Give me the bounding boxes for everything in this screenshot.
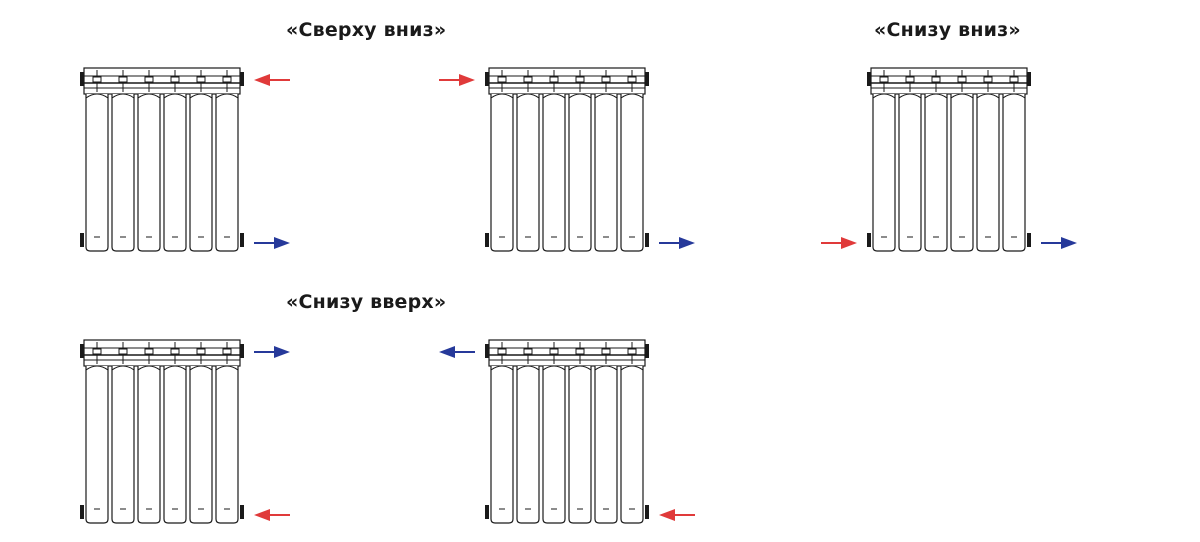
return-arrow-icon [254, 346, 290, 358]
title-bottom-up: «Снизу вверх» [286, 291, 447, 313]
return-arrow-icon [254, 237, 290, 249]
title-bottom-down: «Снизу вниз» [874, 19, 1021, 41]
supply-arrow-icon [821, 237, 857, 249]
radiator [80, 67, 244, 252]
title-top-down: «Сверху вниз» [286, 19, 447, 41]
radiator [867, 67, 1031, 252]
radiator [485, 67, 649, 252]
radiator [485, 339, 649, 524]
return-arrow-icon [1041, 237, 1077, 249]
radiator [80, 339, 244, 524]
return-arrow-icon [439, 346, 475, 358]
supply-arrow-icon [439, 74, 475, 86]
supply-arrow-icon [254, 509, 290, 521]
supply-arrow-icon [254, 74, 290, 86]
supply-arrow-icon [659, 509, 695, 521]
return-arrow-icon [659, 237, 695, 249]
